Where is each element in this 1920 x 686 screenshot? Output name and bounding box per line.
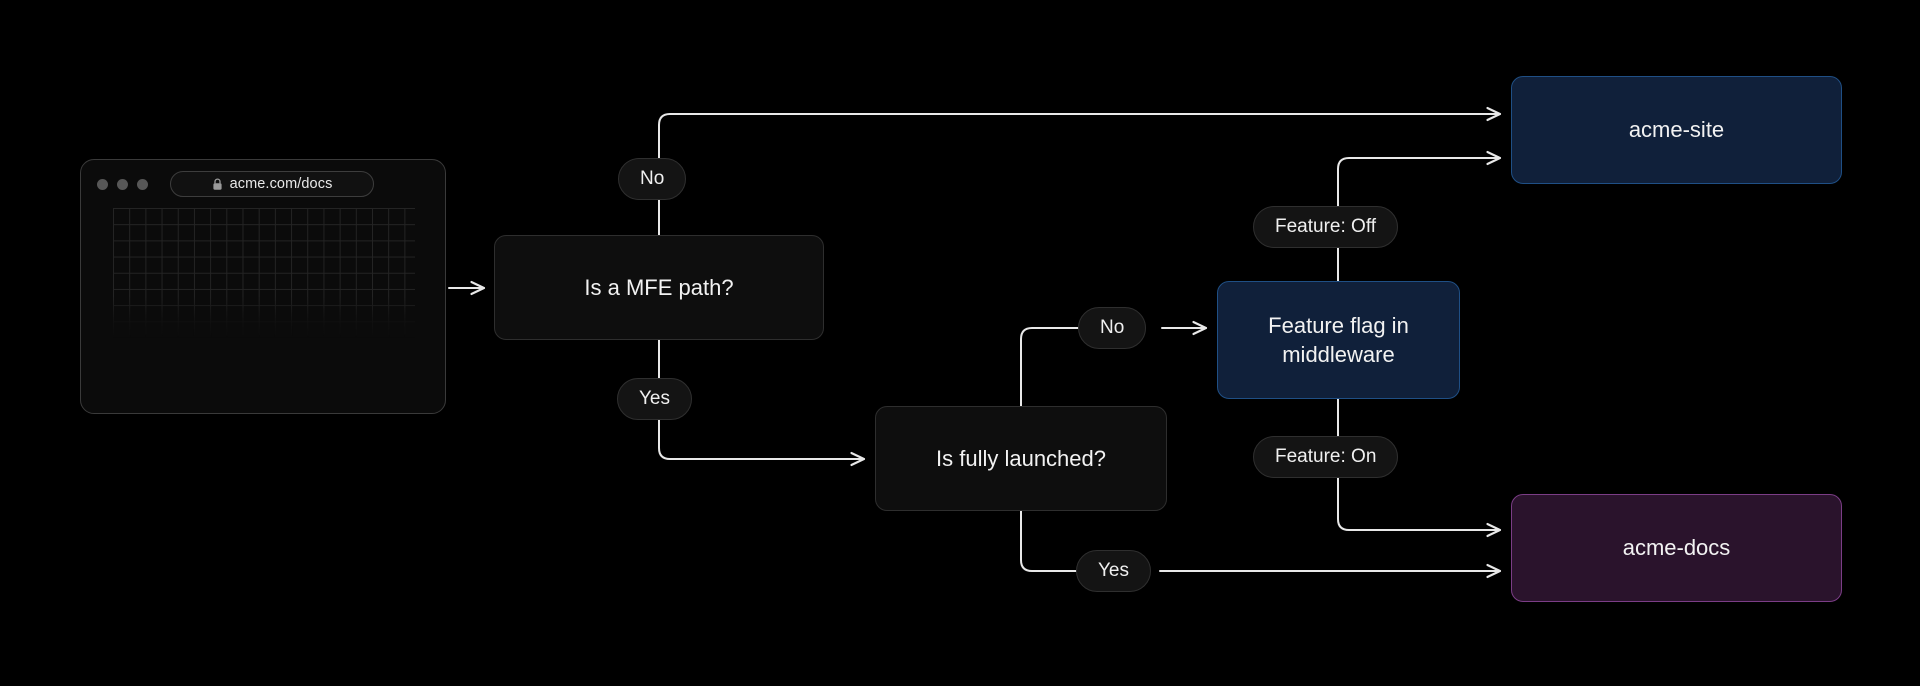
node-label: Is a MFE path?	[584, 274, 734, 300]
edge-label-text: Yes	[1098, 560, 1129, 581]
edge-label-feature-off: Feature: Off	[1253, 206, 1399, 248]
edge-fully-launched-to-yes-pill	[1020, 510, 1077, 572]
edge-fully-launched-to-no-pill	[1020, 327, 1079, 407]
node-label-line1: Feature flag in	[1268, 312, 1409, 338]
node-feature-flag-in-middleware[interactable]: Feature flag in middleware	[1217, 281, 1460, 399]
maximize-dot-icon[interactable]	[137, 178, 148, 190]
node-acme-site[interactable]: acme-site	[1511, 76, 1842, 184]
node-label-line2: middleware	[1282, 342, 1395, 367]
node-is-fully-launched[interactable]: Is fully launched?	[875, 406, 1167, 511]
edge-label-mfe-no: No	[618, 158, 687, 200]
url-text: acme.com/docs	[229, 176, 333, 192]
edge-label-text: No	[1100, 317, 1125, 338]
edge-no-to-acme-site	[658, 114, 1500, 159]
url-bar[interactable]: acme.com/docs	[170, 171, 374, 197]
browser-titlebar: acme.com/docs	[81, 160, 445, 208]
node-acme-docs[interactable]: acme-docs	[1511, 494, 1842, 602]
edge-label-text: Feature: Off	[1275, 216, 1377, 237]
node-label: acme-site	[1628, 117, 1725, 143]
edge-label-text: Feature: On	[1275, 446, 1377, 467]
node-label: acme-docs	[1622, 535, 1731, 561]
browser-viewport-grid	[113, 208, 415, 338]
edge-label-mfe-yes: Yes	[617, 378, 692, 420]
edge-label-text: No	[640, 168, 665, 189]
close-dot-icon[interactable]	[97, 178, 108, 190]
edge-feature-on-to-acme-docs	[1337, 477, 1500, 530]
node-is-a-mfe-path[interactable]: Is a MFE path?	[494, 235, 824, 340]
edge-label-text: Yes	[639, 388, 670, 409]
node-label: Is fully launched?	[936, 445, 1106, 471]
edge-label-launched-no: No	[1078, 307, 1147, 349]
minimize-dot-icon[interactable]	[117, 178, 128, 190]
edge-feature-off-to-acme-site	[1337, 158, 1500, 207]
lock-icon	[212, 177, 222, 190]
node-label: Feature flag in middleware	[1268, 311, 1409, 369]
edge-label-feature-on: Feature: On	[1253, 436, 1399, 478]
edge-yes-to-fully-launched	[658, 419, 864, 459]
browser-mock-window: acme.com/docs	[80, 159, 446, 414]
edge-label-launched-yes: Yes	[1076, 550, 1151, 592]
